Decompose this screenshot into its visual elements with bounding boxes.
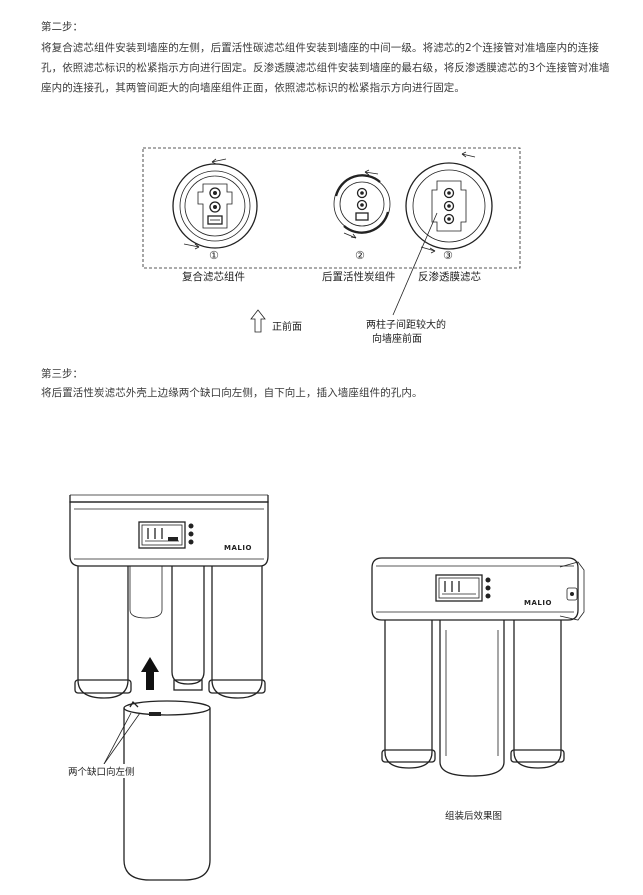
notch-label: 两个缺口向左侧 xyxy=(68,764,135,778)
number-2: ② xyxy=(355,249,365,262)
label-ro-filter: 反渗透膜滤芯 xyxy=(418,271,481,283)
carbon-filter-top-view xyxy=(333,174,391,234)
label-composite-filter: 复合滤芯组件 xyxy=(182,271,245,283)
annotation-leader xyxy=(392,212,438,316)
step3-body: 将后置活性炭滤芯外壳上边缘两个缺口向左侧，自下向上，插入墙座组件的孔内。 xyxy=(41,387,423,399)
arrow-icon xyxy=(183,243,200,248)
step2-body: 将复合滤芯组件安装到墙座的左侧，后置活性碳滤芯组件安装到墙座的中间一级。将滤芯的… xyxy=(41,42,610,94)
front-up-arrow-icon xyxy=(250,309,266,333)
assembled-unit-right xyxy=(371,557,585,777)
arrow-icon xyxy=(461,153,476,158)
arrow-icon xyxy=(211,158,227,163)
dashed-frame xyxy=(142,147,521,269)
number-1: ① xyxy=(209,249,219,262)
brand-logo-left: MALIO xyxy=(224,544,252,552)
ro-filter-top-view xyxy=(405,162,493,250)
wall-seat-unit-left xyxy=(69,494,269,881)
result-caption: 组装后效果图 xyxy=(445,811,503,822)
arrow-icon xyxy=(343,232,357,239)
arrow-icon xyxy=(420,246,436,252)
annotation-line-2: 向墙座前面 xyxy=(372,334,422,345)
arrow-icon xyxy=(364,171,379,175)
insert-up-arrow-icon xyxy=(141,657,159,690)
brand-logo-right: MALIO xyxy=(524,599,552,607)
front-label: 正前面 xyxy=(272,322,302,333)
label-carbon-filter: 后置活性炭组件 xyxy=(322,271,396,283)
number-3: ③ xyxy=(443,249,453,262)
step2-heading: 第二步： xyxy=(41,21,83,33)
annotation-line-1: 两柱子间距较大的 xyxy=(366,320,446,331)
step3-heading: 第三步： xyxy=(41,368,83,380)
composite-filter-top-view xyxy=(172,163,258,249)
